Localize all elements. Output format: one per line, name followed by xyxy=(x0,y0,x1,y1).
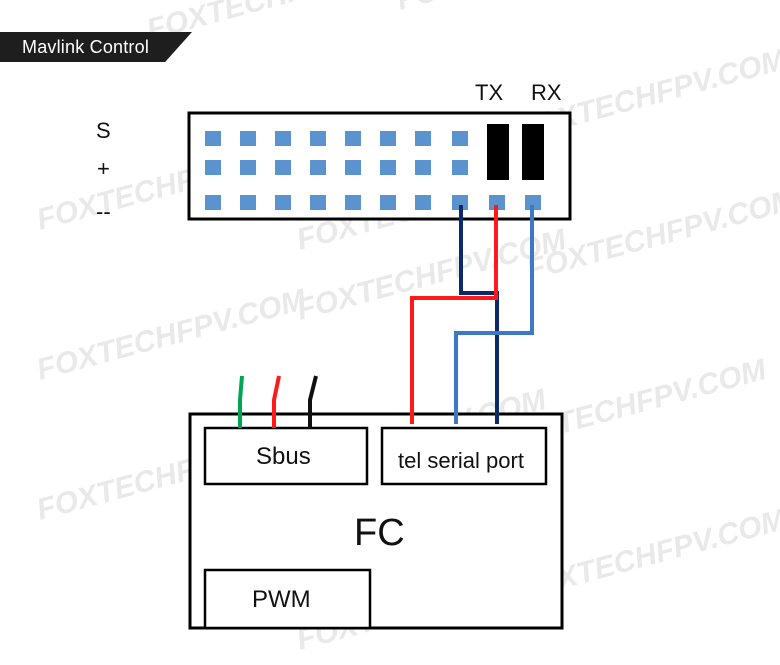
receiver-pin xyxy=(205,160,221,175)
receiver-pin xyxy=(275,195,291,210)
receiver-pin xyxy=(275,160,291,175)
receiver-pin xyxy=(345,131,361,146)
sbus-port-label: Sbus xyxy=(256,443,311,470)
receiver-pin xyxy=(415,195,431,210)
receiver-pin xyxy=(310,131,326,146)
sbus-black-wire xyxy=(308,375,318,428)
receiver-pin xyxy=(275,131,291,146)
tx-label: TX xyxy=(475,80,504,105)
pwm-port xyxy=(203,568,372,630)
sbus-port xyxy=(203,426,369,486)
receiver-pin xyxy=(452,160,468,175)
sbus-green-wire xyxy=(238,375,244,428)
receiver-pin xyxy=(205,195,221,210)
receiver-pin xyxy=(345,160,361,175)
receiver-pin xyxy=(240,131,256,146)
rx-label: RX xyxy=(531,80,562,105)
row-label-positive: + xyxy=(97,156,110,181)
receiver-pin xyxy=(525,195,541,210)
receiver-pin xyxy=(380,131,396,146)
receiver-pin xyxy=(380,160,396,175)
telemetry-port xyxy=(380,426,548,486)
pwm-port-label: PWM xyxy=(252,586,311,613)
receiver-pin xyxy=(240,160,256,175)
fc-label: FC xyxy=(354,512,405,554)
receiver-pin xyxy=(205,131,221,146)
tx-jumper xyxy=(487,124,509,180)
telemetry-port-label: tel serial port xyxy=(398,448,524,473)
receiver-pin xyxy=(452,131,468,146)
receiver-pin xyxy=(415,160,431,175)
telemetry-red-wire xyxy=(410,205,498,424)
telemetry-dark-blue-wire xyxy=(459,205,499,424)
receiver-pin xyxy=(345,195,361,210)
section-title: Mavlink Control xyxy=(22,37,150,57)
receiver-pin xyxy=(310,195,326,210)
receiver-pin xyxy=(452,195,468,210)
receiver-pin xyxy=(489,195,505,210)
row-label-signal: S xyxy=(96,118,111,143)
receiver-pin xyxy=(380,195,396,210)
row-label-negative: -- xyxy=(96,199,111,224)
receiver-pin xyxy=(415,131,431,146)
receiver-pin xyxy=(310,160,326,175)
receiver-pins xyxy=(205,131,541,210)
rx-jumper xyxy=(522,124,544,180)
section-title-tab: Mavlink Control xyxy=(0,32,192,62)
telemetry-light-blue-wire xyxy=(454,205,534,424)
receiver-pin xyxy=(240,195,256,210)
sbus-red-wire xyxy=(272,375,281,428)
